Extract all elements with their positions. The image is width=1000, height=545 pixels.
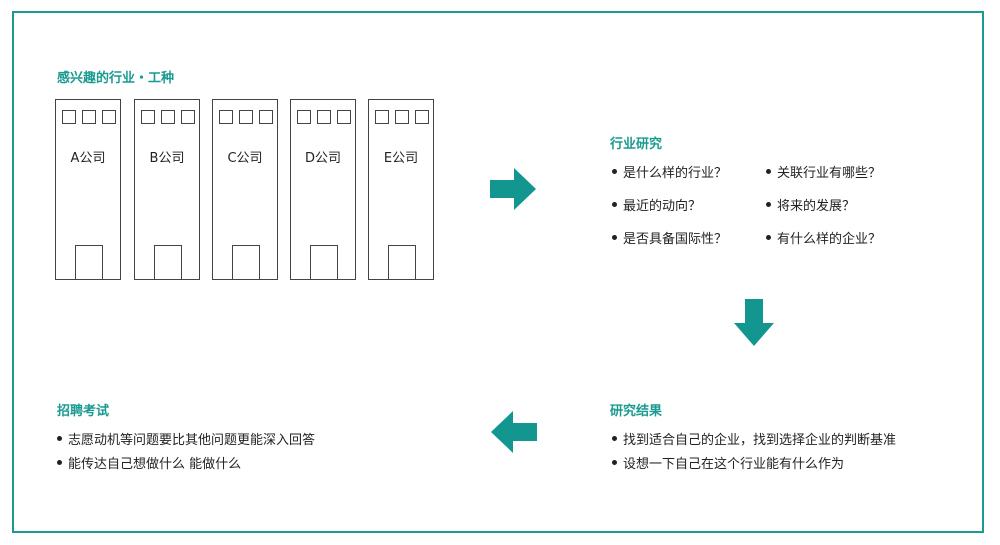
window-icon (259, 110, 273, 124)
window-icon (181, 110, 195, 124)
bullet-dot (766, 235, 771, 240)
company-building-b: B公司 (134, 99, 200, 280)
window-icon (82, 110, 96, 124)
research-question: 是否具备国际性？ (612, 228, 727, 247)
company-building-a: A公司 (55, 99, 121, 280)
research-question: 是什么样的行业？ (612, 162, 727, 181)
result-item: 找到适合自己的企业，找到选择企业的判断基准 (612, 429, 896, 448)
company-name: D公司 (304, 151, 341, 166)
section-title-exam: 招聘考试 (57, 404, 110, 419)
research-question: 将来的发展？ (766, 195, 855, 214)
research-question: 最近的动向？ (612, 195, 701, 214)
arrow-right-icon (490, 168, 536, 210)
door-icon (388, 245, 416, 280)
arrow-down-icon (734, 299, 774, 346)
bullet-dot (612, 436, 617, 441)
company-name: B公司 (149, 151, 185, 166)
window-icon (415, 110, 429, 124)
window-icon (395, 110, 409, 124)
company-name: E公司 (383, 151, 419, 166)
window-icon (62, 110, 76, 124)
bullet-dot (766, 169, 771, 174)
company-building-d: D公司 (290, 99, 356, 280)
bullet-dot (612, 460, 617, 465)
research-question: 有什么样的企业？ (766, 228, 881, 247)
bullet-dot (766, 202, 771, 207)
bullet-dot (612, 202, 617, 207)
diagram-frame (12, 11, 984, 533)
window-icon (317, 110, 331, 124)
window-icon (375, 110, 389, 124)
research-question: 关联行业有哪些？ (766, 162, 881, 181)
door-icon (232, 245, 260, 280)
company-building-e: E公司 (368, 99, 434, 280)
window-icon (337, 110, 351, 124)
window-icon (102, 110, 116, 124)
section-title-research: 行业研究 (610, 137, 663, 152)
exam-item: 志愿动机等问题要比其他问题更能深入回答 (57, 429, 315, 448)
company-name: C公司 (227, 151, 263, 166)
window-icon (297, 110, 311, 124)
section-title-interests: 感兴趣的行业・工种 (57, 71, 175, 86)
bullet-dot (57, 460, 62, 465)
company-building-c: C公司 (212, 99, 278, 280)
door-icon (75, 245, 103, 280)
window-icon (219, 110, 233, 124)
bullet-dot (57, 436, 62, 441)
door-icon (154, 245, 182, 280)
bullet-dot (612, 169, 617, 174)
company-name: A公司 (70, 151, 106, 166)
window-icon (239, 110, 253, 124)
arrow-left-icon (491, 411, 537, 453)
section-title-results: 研究结果 (610, 404, 663, 419)
door-icon (310, 245, 338, 280)
exam-item: 能传达自己想做什么 能做什么 (57, 453, 241, 472)
window-icon (141, 110, 155, 124)
result-item: 设想一下自己在这个行业能有什么作为 (612, 453, 844, 472)
bullet-dot (612, 235, 617, 240)
window-icon (161, 110, 175, 124)
